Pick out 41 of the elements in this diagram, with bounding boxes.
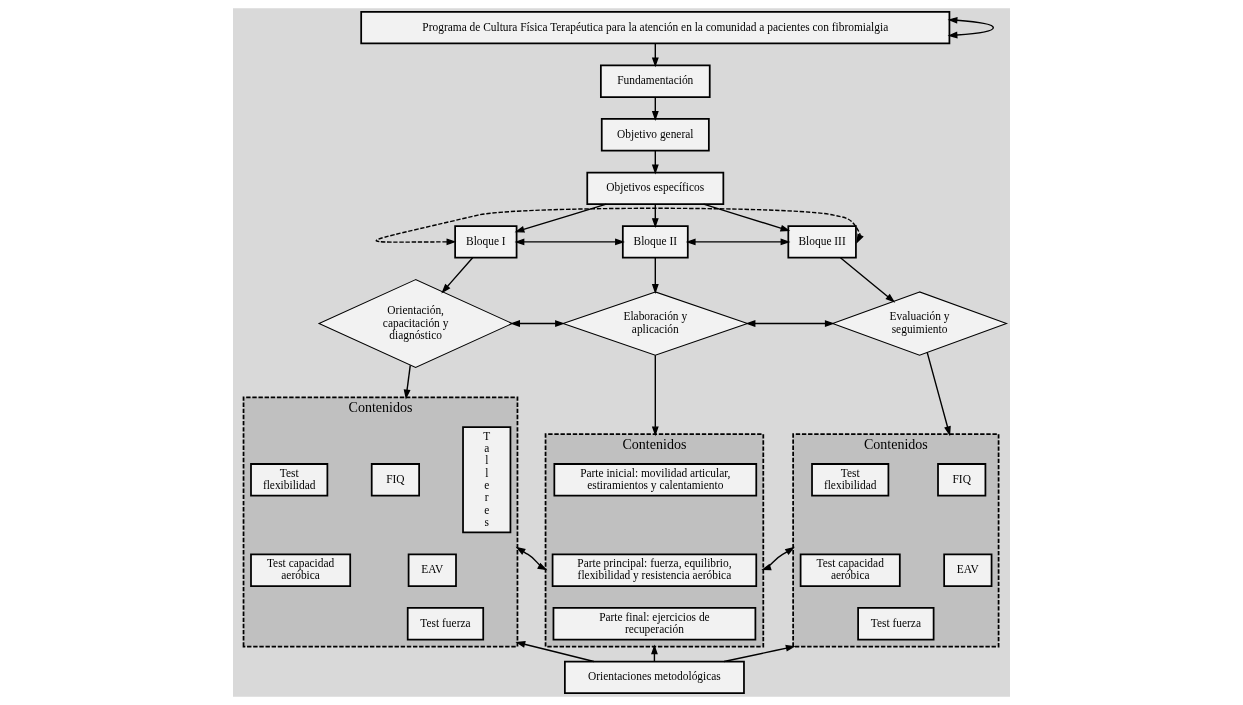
node-box: Test capacidad aeróbica: [250, 553, 352, 587]
arrow: [403, 364, 411, 400]
node-box: Test fuerza: [406, 607, 485, 641]
node-box: Bloque II: [621, 225, 689, 259]
arrow: [947, 16, 995, 39]
arrow: [685, 238, 791, 246]
arrow: [441, 257, 474, 294]
node-box: Objetivos específicos: [586, 171, 725, 205]
node-box: Test flexibilidad: [811, 463, 890, 497]
node-diamond: Elaboración y aplicación: [561, 291, 750, 356]
arrow: [510, 320, 565, 327]
node-box: Talleres: [462, 426, 512, 534]
node-box: Programa de Cultura Física Terapéutica para la atención en la comunidad a pacientes con fibromialgia: [360, 10, 951, 45]
node-box: Objetivo general: [600, 118, 710, 152]
arrow: [839, 257, 896, 303]
arrow: [745, 320, 835, 327]
arrow: [651, 354, 659, 437]
node-box: Parte inicial: movilidad articular, estiramientos y calentamiento: [553, 463, 758, 497]
arrow: [375, 207, 864, 246]
arrow: [514, 203, 607, 233]
node-box: Fundamentación: [600, 64, 711, 98]
arrow: [761, 546, 795, 571]
arrow: [515, 546, 548, 571]
node-box: Test fuerza: [857, 607, 935, 641]
node-box: EAV: [943, 553, 993, 587]
node-box: Orientaciones metodológicas: [564, 660, 745, 695]
arrow: [702, 203, 791, 232]
node-box: Test capacidad aeróbica: [799, 553, 901, 587]
node-diamond: Orientación, capacitación y diagnóstico: [317, 279, 514, 368]
node-box: Bloque I: [454, 225, 518, 259]
node-box: Parte principal: fuerza, equilibrio, flexibilidad y resistencia aeróbica: [551, 553, 758, 587]
arrow: [926, 351, 951, 437]
node-box: FIQ: [370, 463, 420, 497]
node-box: EAV: [407, 553, 457, 587]
node-box: Parte final: ejercicios de recuperación: [552, 607, 757, 641]
node-box: Test flexibilidad: [250, 463, 329, 497]
node-box: Bloque III: [787, 225, 857, 259]
arrow: [651, 257, 659, 294]
arrow: [514, 238, 625, 246]
node-box: FIQ: [937, 463, 987, 497]
arrow: [723, 644, 796, 663]
